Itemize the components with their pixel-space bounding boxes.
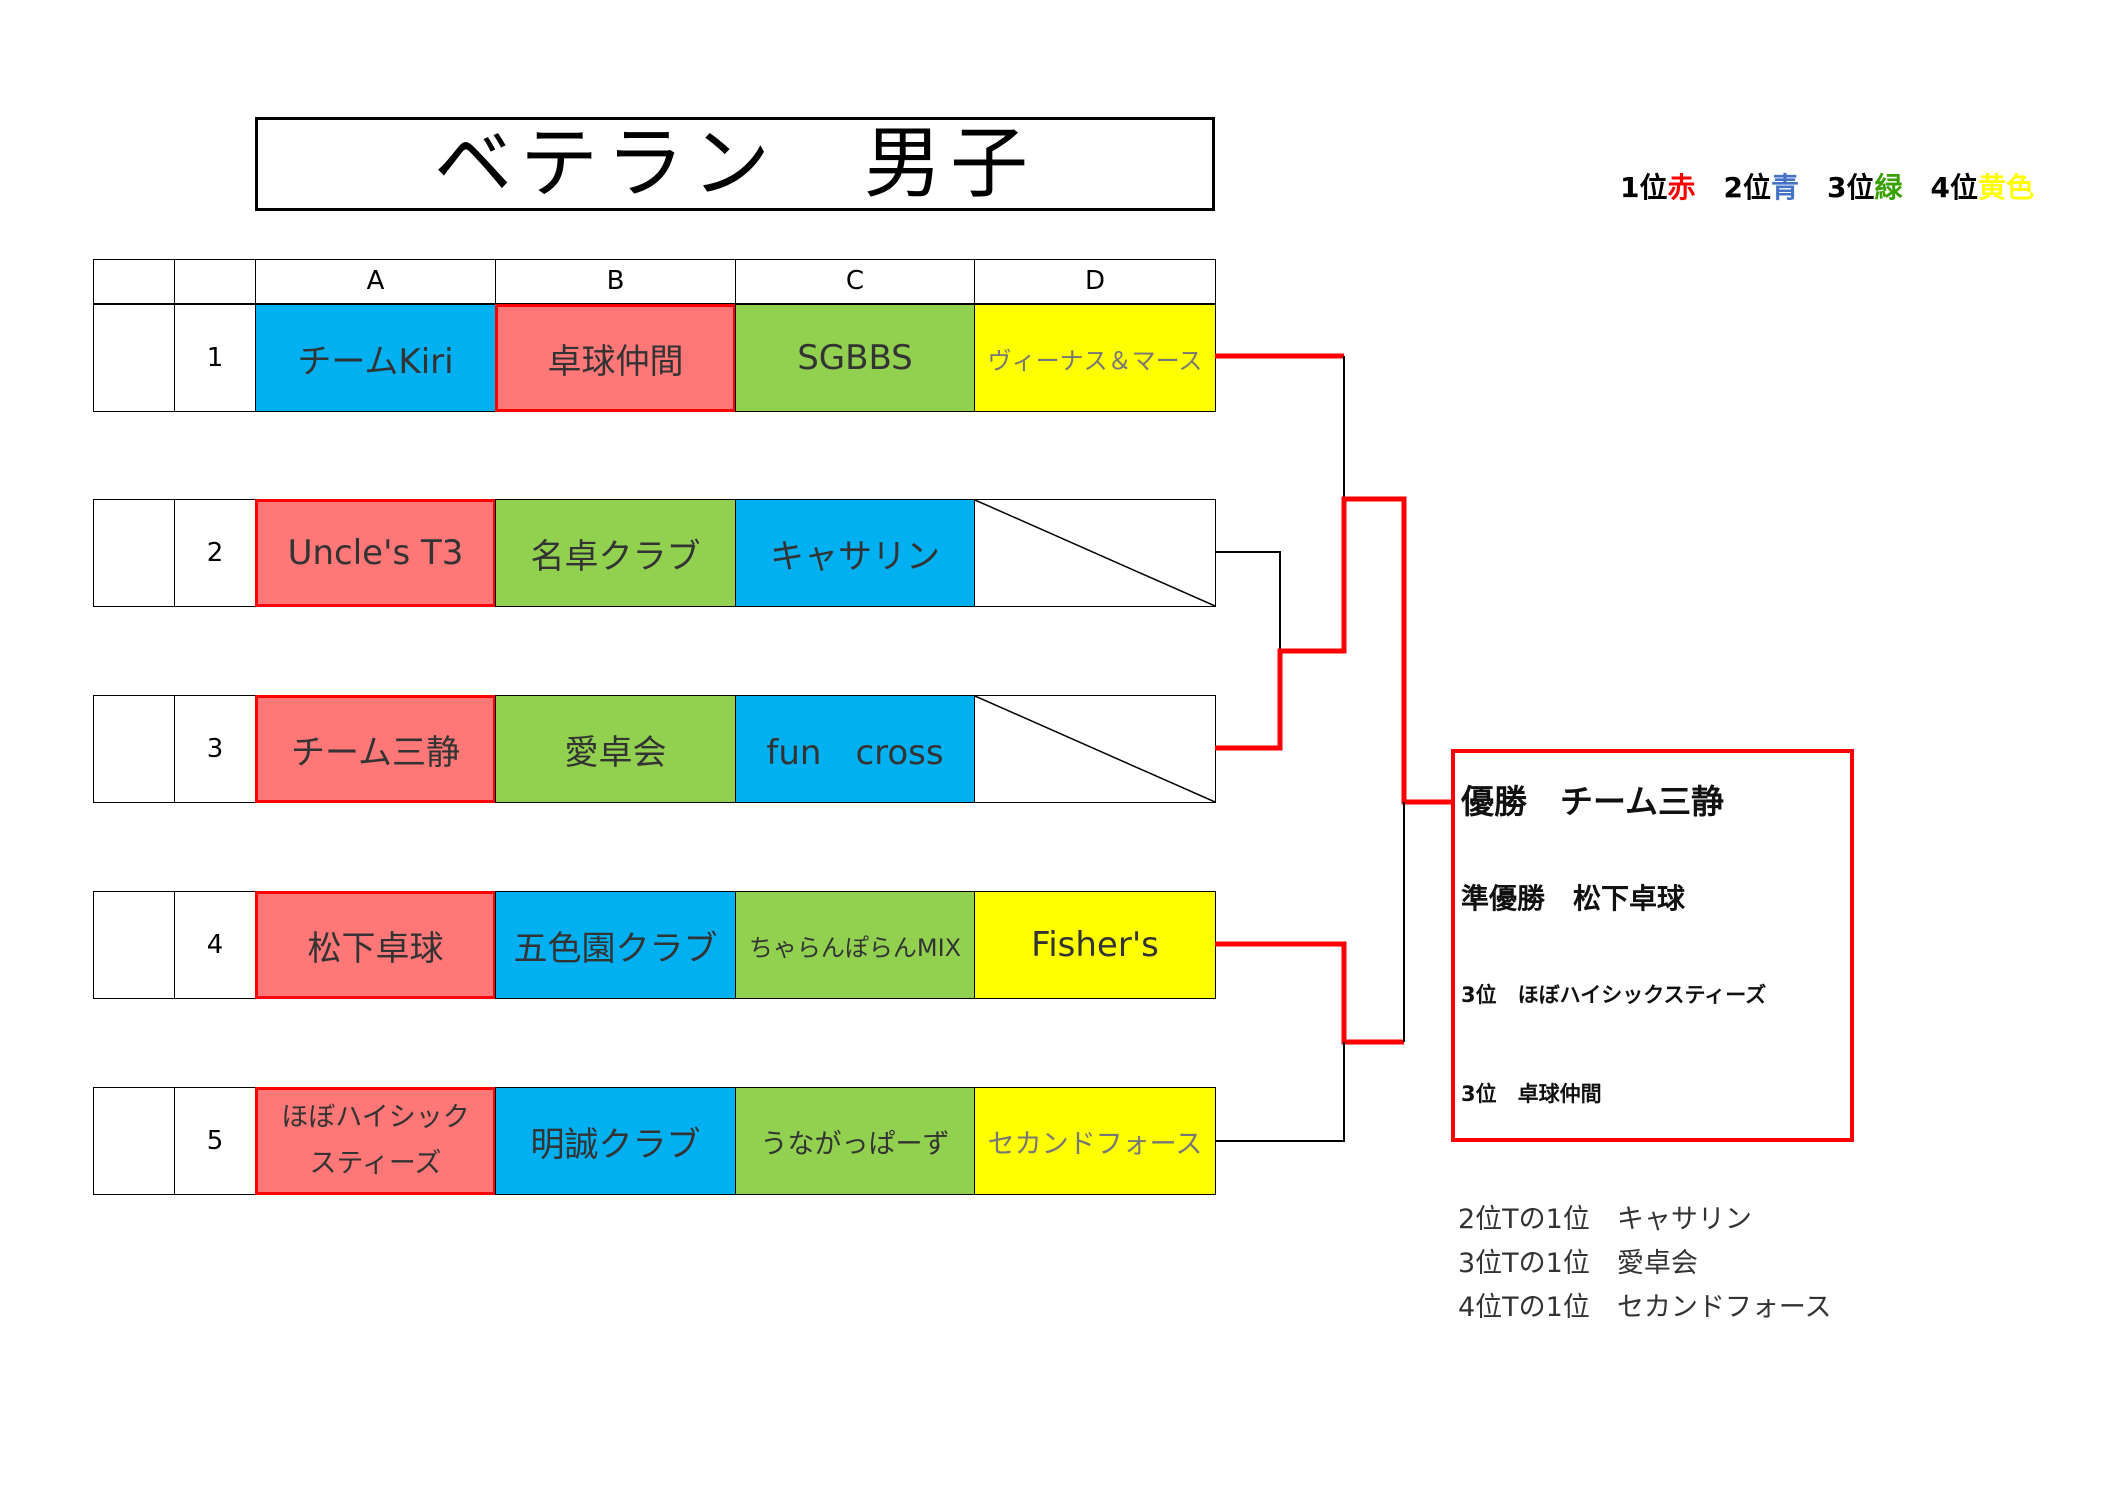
team-cell: ヴィーナス＆マース (974, 304, 1216, 412)
team-name: Fisher's (1031, 925, 1159, 965)
legend-item: 1位赤 (1620, 171, 1696, 204)
diagonal-slash (975, 696, 1215, 802)
team-name: キャサリン (770, 536, 940, 577)
team-name: 卓球仲間 (547, 341, 684, 382)
team-name: ヴィーナス＆マース (987, 346, 1203, 375)
legend-item: 2位青 (1724, 171, 1800, 204)
team-cell: 卓球仲間 (495, 304, 736, 412)
team-name: fun cross (766, 732, 944, 773)
column-header-b: B (495, 259, 736, 304)
team-name: Uncle's T3 (287, 533, 464, 573)
header-blank (174, 259, 256, 304)
legend-item: 3位緑 (1827, 171, 1903, 204)
third-place-2: 3位 卓球仲間 (1461, 1082, 1602, 1106)
team-name: うながっぱーず (760, 1128, 950, 1160)
diagonal-slash (975, 500, 1215, 606)
legend-rank: 3位 (1827, 171, 1875, 204)
team-name: 愛卓会 (564, 732, 667, 773)
team-cell: 明誠クラブ (495, 1087, 736, 1195)
team-name: ほぼハイシックスティーズ (281, 1102, 470, 1179)
legend-rank: 4位 (1930, 171, 1978, 204)
bracket-line-row4-win (1215, 941, 1404, 1045)
color-legend: 1位赤 2位青 3位緑 4位黄色 (1620, 166, 2062, 206)
team-cell: Fisher's (974, 891, 1216, 999)
bracket-line-row3-win (1215, 496, 1451, 805)
legend-rank: 2位 (1723, 171, 1771, 204)
team-cell: fun cross (735, 695, 975, 803)
legend-color: 黄色 (1977, 171, 2034, 204)
team-cell: 五色園クラブ (495, 891, 736, 999)
empty-slot-cell (974, 695, 1216, 803)
team-name: チーム三静 (291, 732, 460, 773)
team-name: 明誠クラブ (530, 1124, 701, 1165)
legend-item: 4位黄色 (1931, 171, 2035, 204)
team-name: 松下卓球 (307, 928, 444, 969)
legend-color: 青 (1770, 171, 1799, 204)
column-header-a: A (255, 259, 496, 304)
champion: 優勝 チーム三静 (1461, 782, 1725, 821)
bracket-line-row2 (1215, 551, 1281, 651)
team-cell: うながっぱーず (735, 1087, 975, 1195)
team-cell: ほぼハイシックスティーズ (255, 1087, 496, 1195)
team-cell: 松下卓球 (255, 891, 496, 999)
team-cell: チーム三静 (255, 695, 496, 803)
note-line: 2位Tの1位 キャサリン (1458, 1204, 1752, 1235)
column-header-c: C (735, 259, 975, 304)
empty-slot-cell (974, 499, 1216, 607)
team-cell: 名卓クラブ (495, 499, 736, 607)
header-blank (93, 259, 175, 304)
team-cell: ちゃらんぽらんMIX (735, 891, 975, 999)
team-cell: Uncle's T3 (255, 499, 496, 607)
team-name: 五色園クラブ (513, 928, 718, 969)
team-name: チームKiri (297, 341, 454, 382)
column-header-d: D (974, 259, 1216, 304)
note-line: 3位Tの1位 愛卓会 (1458, 1248, 1698, 1279)
result-box: 優勝 チーム三静 準優勝 松下卓球 3位 ほぼハイシックスティーズ 3位 卓球仲… (1451, 749, 1854, 1142)
third-place-1: 3位 ほぼハイシックスティーズ (1461, 983, 1767, 1007)
bracket-line-row5 (1215, 1042, 1345, 1142)
page-title: ベテラン 男子 (255, 117, 1215, 211)
team-cell: チームKiri (255, 304, 496, 412)
runner-up: 準優勝 松下卓球 (1461, 882, 1686, 915)
team-name: セカンドフォース (987, 1128, 1203, 1160)
legend-color: 緑 (1874, 171, 1903, 204)
legend-rank: 1位 (1620, 171, 1668, 204)
team-name: SGBBS (797, 338, 913, 378)
team-name: ちゃらんぽらんMIX (748, 933, 962, 962)
team-cell: キャサリン (735, 499, 975, 607)
team-name: 名卓クラブ (530, 536, 701, 577)
team-cell: 愛卓会 (495, 695, 736, 803)
legend-color: 赤 (1667, 171, 1696, 204)
note-line: 4位Tの1位 セカンドフォース (1458, 1292, 1832, 1323)
